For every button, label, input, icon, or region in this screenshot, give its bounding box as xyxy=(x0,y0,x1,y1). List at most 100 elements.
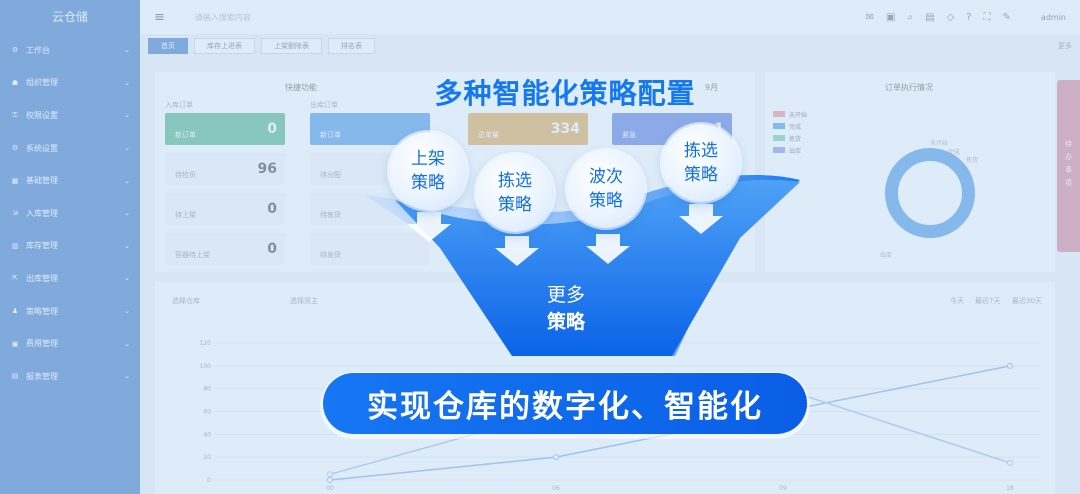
base-icon: ▦ xyxy=(11,176,19,185)
y-tick-label: 100 xyxy=(200,363,212,370)
legend-label: 拣货 xyxy=(789,135,802,143)
chevron-down-icon: ⌄ xyxy=(124,144,130,153)
card-label: 待上架 xyxy=(175,211,196,219)
sidebar-item-label: 系统设置 xyxy=(26,143,58,153)
org-icon: ☗ xyxy=(11,78,19,87)
search-icon[interactable]: ⌕ xyxy=(907,11,914,23)
calendar-icon[interactable]: ▣ xyxy=(886,11,896,23)
tab-ranking[interactable]: 排名表 xyxy=(328,38,375,54)
settings-icon: ⚙ xyxy=(11,144,19,153)
range-7d[interactable]: 最近7天 xyxy=(975,297,1001,305)
toolbar-icons: ✉ ▣ ⌕ ▤ ◇ ? ⛶ ✎ xyxy=(866,12,1011,23)
mail-icon[interactable]: ✉ xyxy=(865,11,874,23)
x-tick-label: 00 xyxy=(326,485,334,492)
outbound-icon: ⇱ xyxy=(12,274,18,283)
shield-icon[interactable]: ◇ xyxy=(946,11,955,23)
chevron-down-icon: ⌄ xyxy=(124,241,130,250)
tabs-more[interactable]: 更多 xyxy=(1058,42,1072,50)
sidebar-item[interactable]: ⚙ 系统设置 ⌄ xyxy=(0,132,140,165)
tab-stock[interactable]: 库存上进表 xyxy=(194,38,255,54)
x-tick-label: 06 xyxy=(552,485,560,492)
hamburger-icon[interactable]: ≡ xyxy=(154,9,165,25)
legend-item[interactable]: 未开始 xyxy=(773,108,807,120)
fee-icon: ▣ xyxy=(11,339,19,348)
tab-putaway[interactable]: 上架删除表 xyxy=(261,38,322,54)
data-point xyxy=(553,454,559,461)
quick-card[interactable]: 新订单 0 xyxy=(165,113,285,145)
brush-icon[interactable]: ✎ xyxy=(1002,11,1011,23)
todo-side-tab[interactable]: 待办事项 xyxy=(1057,80,1080,252)
stock-icon: ▥ xyxy=(11,241,19,250)
sidebar-item-label: 入库管理 xyxy=(26,208,58,218)
data-point xyxy=(327,471,333,478)
page-tabs: 首页 库存上进表 上架删除表 排名表 更多 xyxy=(140,34,1080,58)
sidebar-item[interactable]: ☗组织管理⌄ xyxy=(0,67,140,100)
sidebar-item-label: 库存管理 xyxy=(26,241,58,251)
card-label: 待检货 xyxy=(175,171,196,179)
search-input[interactable]: 请输入搜索内容 xyxy=(194,12,251,22)
x-tick-label: 09 xyxy=(779,485,787,492)
slogan-banner: 实现仓库的数字化、智能化 xyxy=(323,373,807,434)
legend-item[interactable]: 出库 xyxy=(773,144,807,156)
data-point xyxy=(1007,362,1013,369)
quick-card[interactable]: 容器待上架 0 xyxy=(165,233,285,265)
legend-label: 完成 xyxy=(789,123,802,131)
sidebar-item-label: 组织管理 xyxy=(26,78,58,88)
card-label: 待拣货 xyxy=(320,211,341,219)
owner-filter[interactable]: 选择货主 xyxy=(290,297,318,305)
sidebar-item[interactable]: ⚙工作台⌄ xyxy=(0,34,140,67)
sidebar-item[interactable]: ▣费用管理⌄ xyxy=(0,327,140,360)
card-value: 0 xyxy=(267,121,277,137)
range-today[interactable]: 今天 xyxy=(950,297,964,305)
y-tick-label: 80 xyxy=(203,386,211,393)
sidebar-item[interactable]: ▦基础管理⌄ xyxy=(0,164,140,197)
sidebar-item-label: 费用管理 xyxy=(26,339,58,349)
sidebar-item[interactable]: ▤报表管理⌄ xyxy=(0,360,140,393)
range-30d[interactable]: 最近30天 xyxy=(1012,297,1042,305)
user-menu[interactable]: admin xyxy=(1040,12,1066,22)
funnel-label-line1: 更多 xyxy=(546,284,585,306)
legend-label: 未开始 xyxy=(789,111,808,119)
sidebar-menu: ⚙工作台⌄☗组织管理⌄⚿权限设置⌄⚙系统设置⌄▦基础管理⌄⇲入库管理⌄▥库存管理… xyxy=(0,34,140,393)
quick-card[interactable]: 待上架 0 xyxy=(165,193,285,225)
warehouse-filter[interactable]: 选择仓库 xyxy=(172,297,200,305)
tab-home[interactable]: 首页 xyxy=(148,38,188,54)
legend-item[interactable]: 拣货 xyxy=(773,132,807,144)
quick-card[interactable]: 待检货 96 xyxy=(165,153,285,185)
card-value: 0 xyxy=(267,241,277,257)
card-value: 334 xyxy=(550,121,580,137)
card-value: 0 xyxy=(267,201,277,217)
sidebar-item[interactable]: ▥ 库存管理 ⌄ xyxy=(0,230,140,263)
sidebar-item[interactable]: ⇱出库管理⌄ xyxy=(0,262,140,295)
report-icon: ▤ xyxy=(11,372,19,381)
strategy-bubble-picking: 拣选策略 xyxy=(476,154,554,232)
chevron-down-icon: ⌄ xyxy=(124,372,130,381)
month-select[interactable]: 9月 xyxy=(705,83,719,92)
sidebar-item[interactable]: ⇲入库管理⌄ xyxy=(0,197,140,230)
chevron-down-icon: ⌄ xyxy=(124,46,130,55)
legend-item[interactable]: 完成 xyxy=(773,120,807,132)
lock-icon[interactable]: ▤ xyxy=(925,11,935,23)
card-value: 96 xyxy=(257,161,277,177)
inbound-head: 入库订单 xyxy=(165,101,193,109)
permission-icon: ⚿ xyxy=(12,110,18,119)
card-label: 新订单 xyxy=(175,131,196,139)
promo-headline: 多种智能化策略配置 xyxy=(434,77,696,110)
sidebar-item-label: 基础管理 xyxy=(26,176,58,186)
help-icon[interactable]: ? xyxy=(966,11,972,23)
sidebar-item-label: 出库管理 xyxy=(26,273,58,283)
quick-card[interactable]: 待发货 xyxy=(310,233,430,265)
sidebar-item[interactable]: ⚿权限设置⌄ xyxy=(0,99,140,132)
sidebar-item[interactable]: ♟策略管理⌄ xyxy=(0,295,140,328)
card-label: 新订单 xyxy=(320,131,341,139)
quick-panel-title: 快捷功能 xyxy=(285,83,317,92)
inbound-icon: ⇲ xyxy=(12,209,18,218)
outbound-head: 出库订单 xyxy=(310,101,338,109)
sidebar-item-label: 权限设置 xyxy=(26,110,58,120)
topbar: ≡ 请输入搜索内容 ✉ ▣ ⌕ ▤ ◇ ? ⛶ ✎ admin xyxy=(140,0,1080,34)
fullscreen-icon[interactable]: ⛶ xyxy=(983,11,991,23)
card-label: 容器待上架 xyxy=(175,251,210,259)
brand-logo: 云仓储 xyxy=(51,10,88,24)
strategy-icon: ♟ xyxy=(11,307,19,316)
